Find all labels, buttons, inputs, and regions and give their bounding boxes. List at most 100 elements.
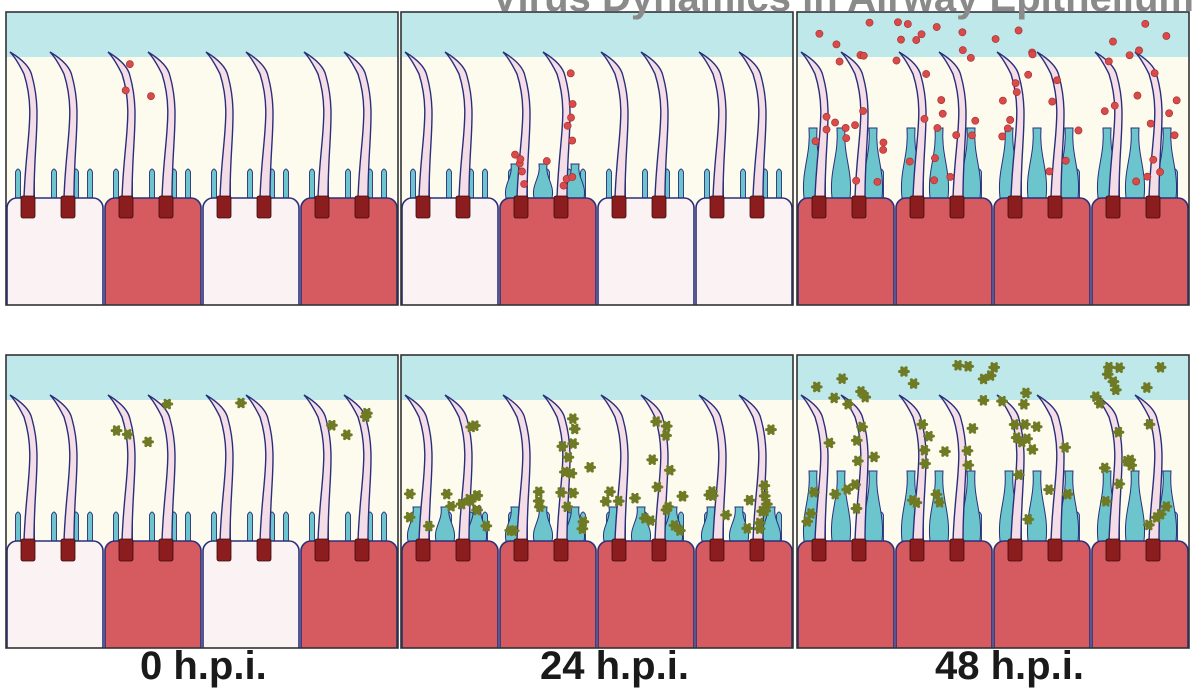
diagram-canvas	[5, 11, 1190, 649]
infected-cell	[695, 540, 793, 648]
virus-particle	[1150, 512, 1163, 523]
basal-body	[216, 538, 232, 562]
virus-particle	[919, 458, 931, 469]
microvillus	[113, 168, 119, 199]
virus-particle	[1156, 168, 1164, 176]
virus-particle	[931, 154, 939, 163]
virus-particle	[1030, 421, 1043, 433]
basal-body	[909, 538, 925, 562]
infected-cell	[597, 540, 695, 648]
virus-particle	[1142, 519, 1155, 531]
infected-cell	[499, 540, 597, 648]
virus-particle	[952, 131, 961, 140]
virus-particle	[577, 516, 590, 528]
virus-particle	[1098, 462, 1111, 474]
virus-particle	[1113, 362, 1126, 374]
virus-particle	[360, 407, 373, 419]
uninfected-cell	[6, 540, 104, 648]
virus-particle	[805, 508, 817, 519]
cilium	[205, 394, 234, 542]
uninfected-cell	[401, 197, 499, 305]
panel-border	[5, 354, 399, 649]
virus-particle	[651, 481, 664, 493]
virus-particle	[720, 509, 732, 521]
infected-cell	[993, 540, 1091, 648]
virus-particle	[850, 503, 863, 514]
virus-particle	[147, 92, 155, 101]
virus-particle	[930, 176, 939, 185]
virus-particle	[753, 517, 766, 529]
basal-body	[118, 195, 134, 219]
virus-particle	[841, 124, 850, 132]
panel-r1-c0	[5, 354, 399, 649]
virus-particle	[1100, 107, 1109, 115]
virus-particle	[758, 490, 771, 502]
virus-particle	[946, 173, 955, 181]
basal-body	[415, 538, 431, 562]
virus-particle	[835, 57, 844, 66]
virus-particle	[815, 29, 824, 38]
virus-particle	[996, 395, 1008, 407]
virus-particle	[1143, 172, 1152, 181]
virus-particle	[851, 121, 859, 130]
basal-body	[455, 538, 471, 562]
infected-protrusion	[1026, 127, 1048, 199]
virus-particle	[1061, 156, 1070, 165]
microvillus	[410, 168, 416, 199]
virus-particle	[1028, 50, 1037, 59]
virus-particle	[1160, 501, 1173, 512]
basal-body	[415, 195, 431, 219]
virus-particle	[568, 136, 577, 145]
basal-body	[20, 538, 36, 562]
uninfected-cell	[597, 197, 695, 305]
virus-particle	[1154, 362, 1167, 373]
basal-body	[1047, 195, 1063, 219]
virus-particle	[1010, 432, 1023, 443]
virus-particle	[958, 28, 967, 37]
infected-cell	[300, 540, 398, 648]
virus-particle	[810, 381, 823, 393]
cilium	[996, 394, 1025, 542]
virus-particle	[832, 40, 841, 49]
microvillus	[185, 511, 191, 542]
virus-particle	[403, 511, 416, 523]
virus-particle	[968, 131, 976, 140]
cilium	[49, 51, 78, 199]
infected-cell	[797, 197, 895, 305]
virus-particle	[559, 181, 568, 190]
microvillus	[678, 168, 684, 199]
virus-particle	[1043, 484, 1055, 495]
microvillus	[309, 168, 315, 199]
virus-particle	[907, 378, 920, 389]
microvillus	[704, 168, 710, 199]
virus-particle	[922, 70, 931, 78]
virus-particle	[1146, 119, 1155, 128]
virus-particle	[568, 423, 581, 435]
virus-particle	[977, 395, 990, 406]
basal-body	[553, 538, 569, 562]
basal-body	[651, 195, 667, 219]
infected-cell	[104, 197, 202, 305]
virus-particle	[568, 100, 577, 108]
virus-particle	[1149, 155, 1158, 164]
virus-particle	[920, 114, 929, 123]
virus-particle	[933, 496, 946, 508]
virus-particle	[852, 176, 861, 185]
virus-particle	[1120, 455, 1133, 467]
virus-particle	[859, 51, 868, 60]
cilium	[9, 51, 38, 199]
virus-particle	[966, 423, 979, 434]
panel-r0-c1	[400, 11, 794, 306]
virus-particle	[568, 173, 577, 181]
virus-particle	[868, 451, 880, 463]
cilium	[147, 394, 176, 542]
virus-particle	[765, 424, 777, 435]
virus-particle	[759, 505, 771, 517]
virus-particle	[836, 373, 849, 385]
virus-particle	[917, 30, 926, 39]
cilium	[738, 394, 767, 542]
virus-particle	[1140, 382, 1153, 393]
virus-particle	[703, 489, 716, 501]
cilium	[1134, 394, 1163, 542]
virus-particle	[842, 398, 855, 410]
